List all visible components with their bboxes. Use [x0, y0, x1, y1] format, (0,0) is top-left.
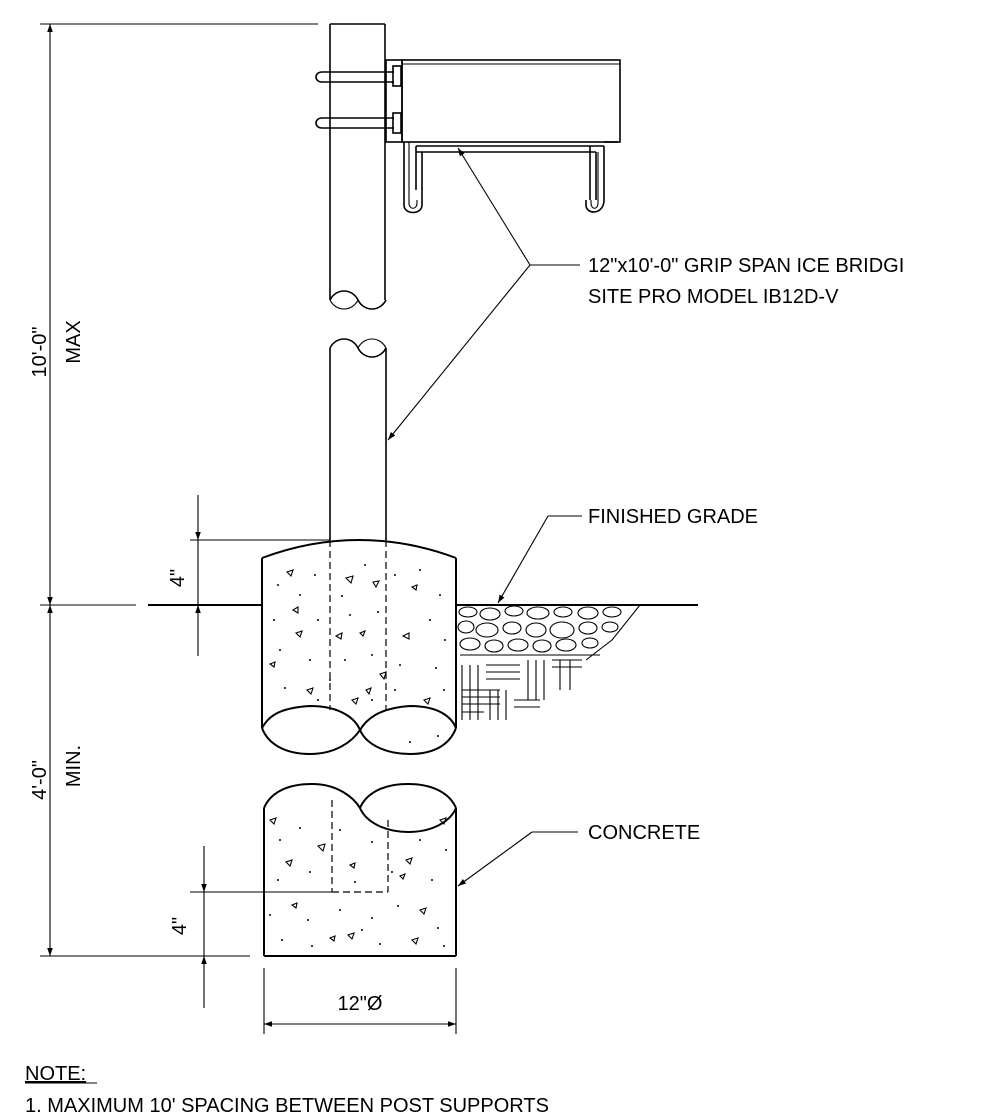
concrete-callout-leader	[457, 831, 578, 887]
concrete-footing-lower	[263, 782, 457, 957]
dimension-height-above-qualifier: MAX	[63, 320, 85, 363]
concrete-aggregate-pattern	[268, 564, 447, 947]
ice-bridge-callout-line1: 12"x10'-0" GRIP SPAN ICE BRIDGI	[588, 255, 904, 277]
dimension-depth-below-value: 4'-0"	[29, 760, 51, 800]
ice-bridge-callout-line2: SITE PRO MODEL IB12D-V	[588, 286, 839, 308]
steel-post-upper	[329, 23, 387, 310]
gravel-pattern	[456, 604, 642, 661]
dimension-footing-diameter	[263, 968, 457, 1034]
dimension-depth-below-qualifier: MIN.	[63, 745, 85, 787]
concrete-footing-upper	[261, 539, 457, 756]
dimension-height-above-value: 10'-0"	[29, 327, 51, 378]
finished-grade-callout-label: FINISHED GRADE	[588, 506, 758, 528]
soil-hatch-pattern	[461, 659, 582, 720]
dimension-concrete-cap-bottom	[190, 846, 332, 1008]
dimension-concrete-cap-top-value: 4"	[167, 569, 189, 587]
dimension-depth-below-grade	[40, 605, 250, 957]
dimension-footing-diameter-value: 12"Ø	[338, 993, 383, 1015]
notes-item-1: 1. MAXIMUM 10' SPACING BETWEEN POST SUPP…	[25, 1095, 549, 1117]
ice-bridge-callout-leader	[387, 147, 580, 441]
notes-heading: NOTE:	[25, 1063, 86, 1085]
dimension-height-above-grade	[40, 24, 136, 606]
ice-bridge-bracket	[315, 59, 621, 214]
dimension-concrete-cap-bottom-value: 4"	[169, 917, 191, 935]
dimension-concrete-cap-top	[190, 495, 330, 656]
finished-grade-callout-leader	[497, 515, 582, 604]
steel-post-lower	[329, 338, 387, 540]
concrete-callout-label: CONCRETE	[588, 822, 700, 844]
